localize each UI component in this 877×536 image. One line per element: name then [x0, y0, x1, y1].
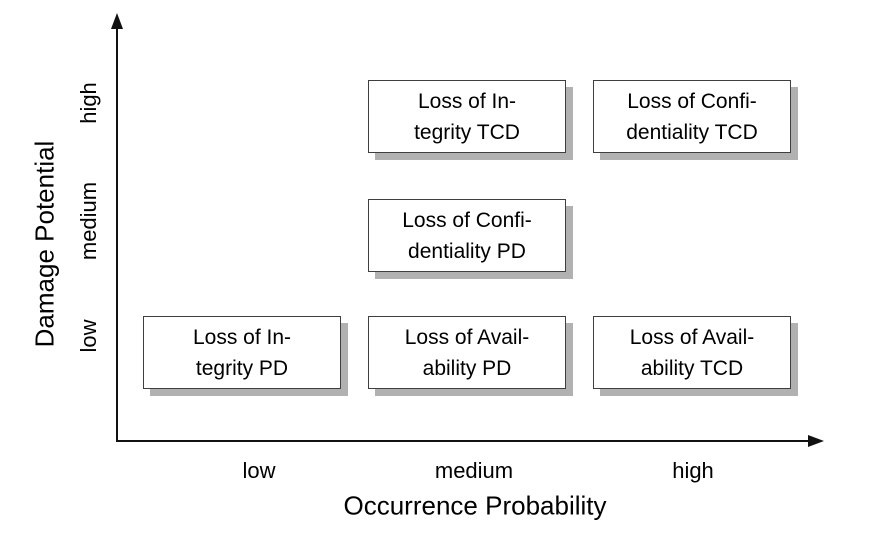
y-tick-low: low: [76, 319, 101, 353]
y-axis-arrowhead-icon: [111, 13, 123, 29]
y-tick-high: high: [76, 82, 101, 124]
y-axis-title: Damage Potential: [29, 140, 60, 348]
x-axis-arrowhead-icon: [808, 435, 824, 447]
box-loss-of-confidentiality-pd: Loss of Confi- dentiality PD: [368, 199, 566, 272]
box-loss-of-integrity-pd: Loss of In- tegrity PD: [143, 316, 341, 389]
box-loss-of-availability-pd: Loss of Avail- ability PD: [368, 316, 566, 389]
y-axis-line: [116, 24, 118, 441]
box-loss-of-confidentiality-tcd: Loss of Confi- dentiality TCD: [593, 80, 791, 153]
x-tick-high: high: [672, 458, 714, 483]
x-tick-medium: medium: [434, 458, 514, 483]
box-loss-of-integrity-tcd: Loss of In- tegrity TCD: [368, 80, 566, 153]
y-tick-medium: medium: [76, 181, 101, 261]
x-tick-low: low: [242, 458, 276, 483]
box-loss-of-availability-tcd: Loss of Avail- ability TCD: [593, 316, 791, 389]
x-axis-title: Occurrence Probability: [343, 490, 607, 521]
x-axis-line: [116, 440, 810, 442]
